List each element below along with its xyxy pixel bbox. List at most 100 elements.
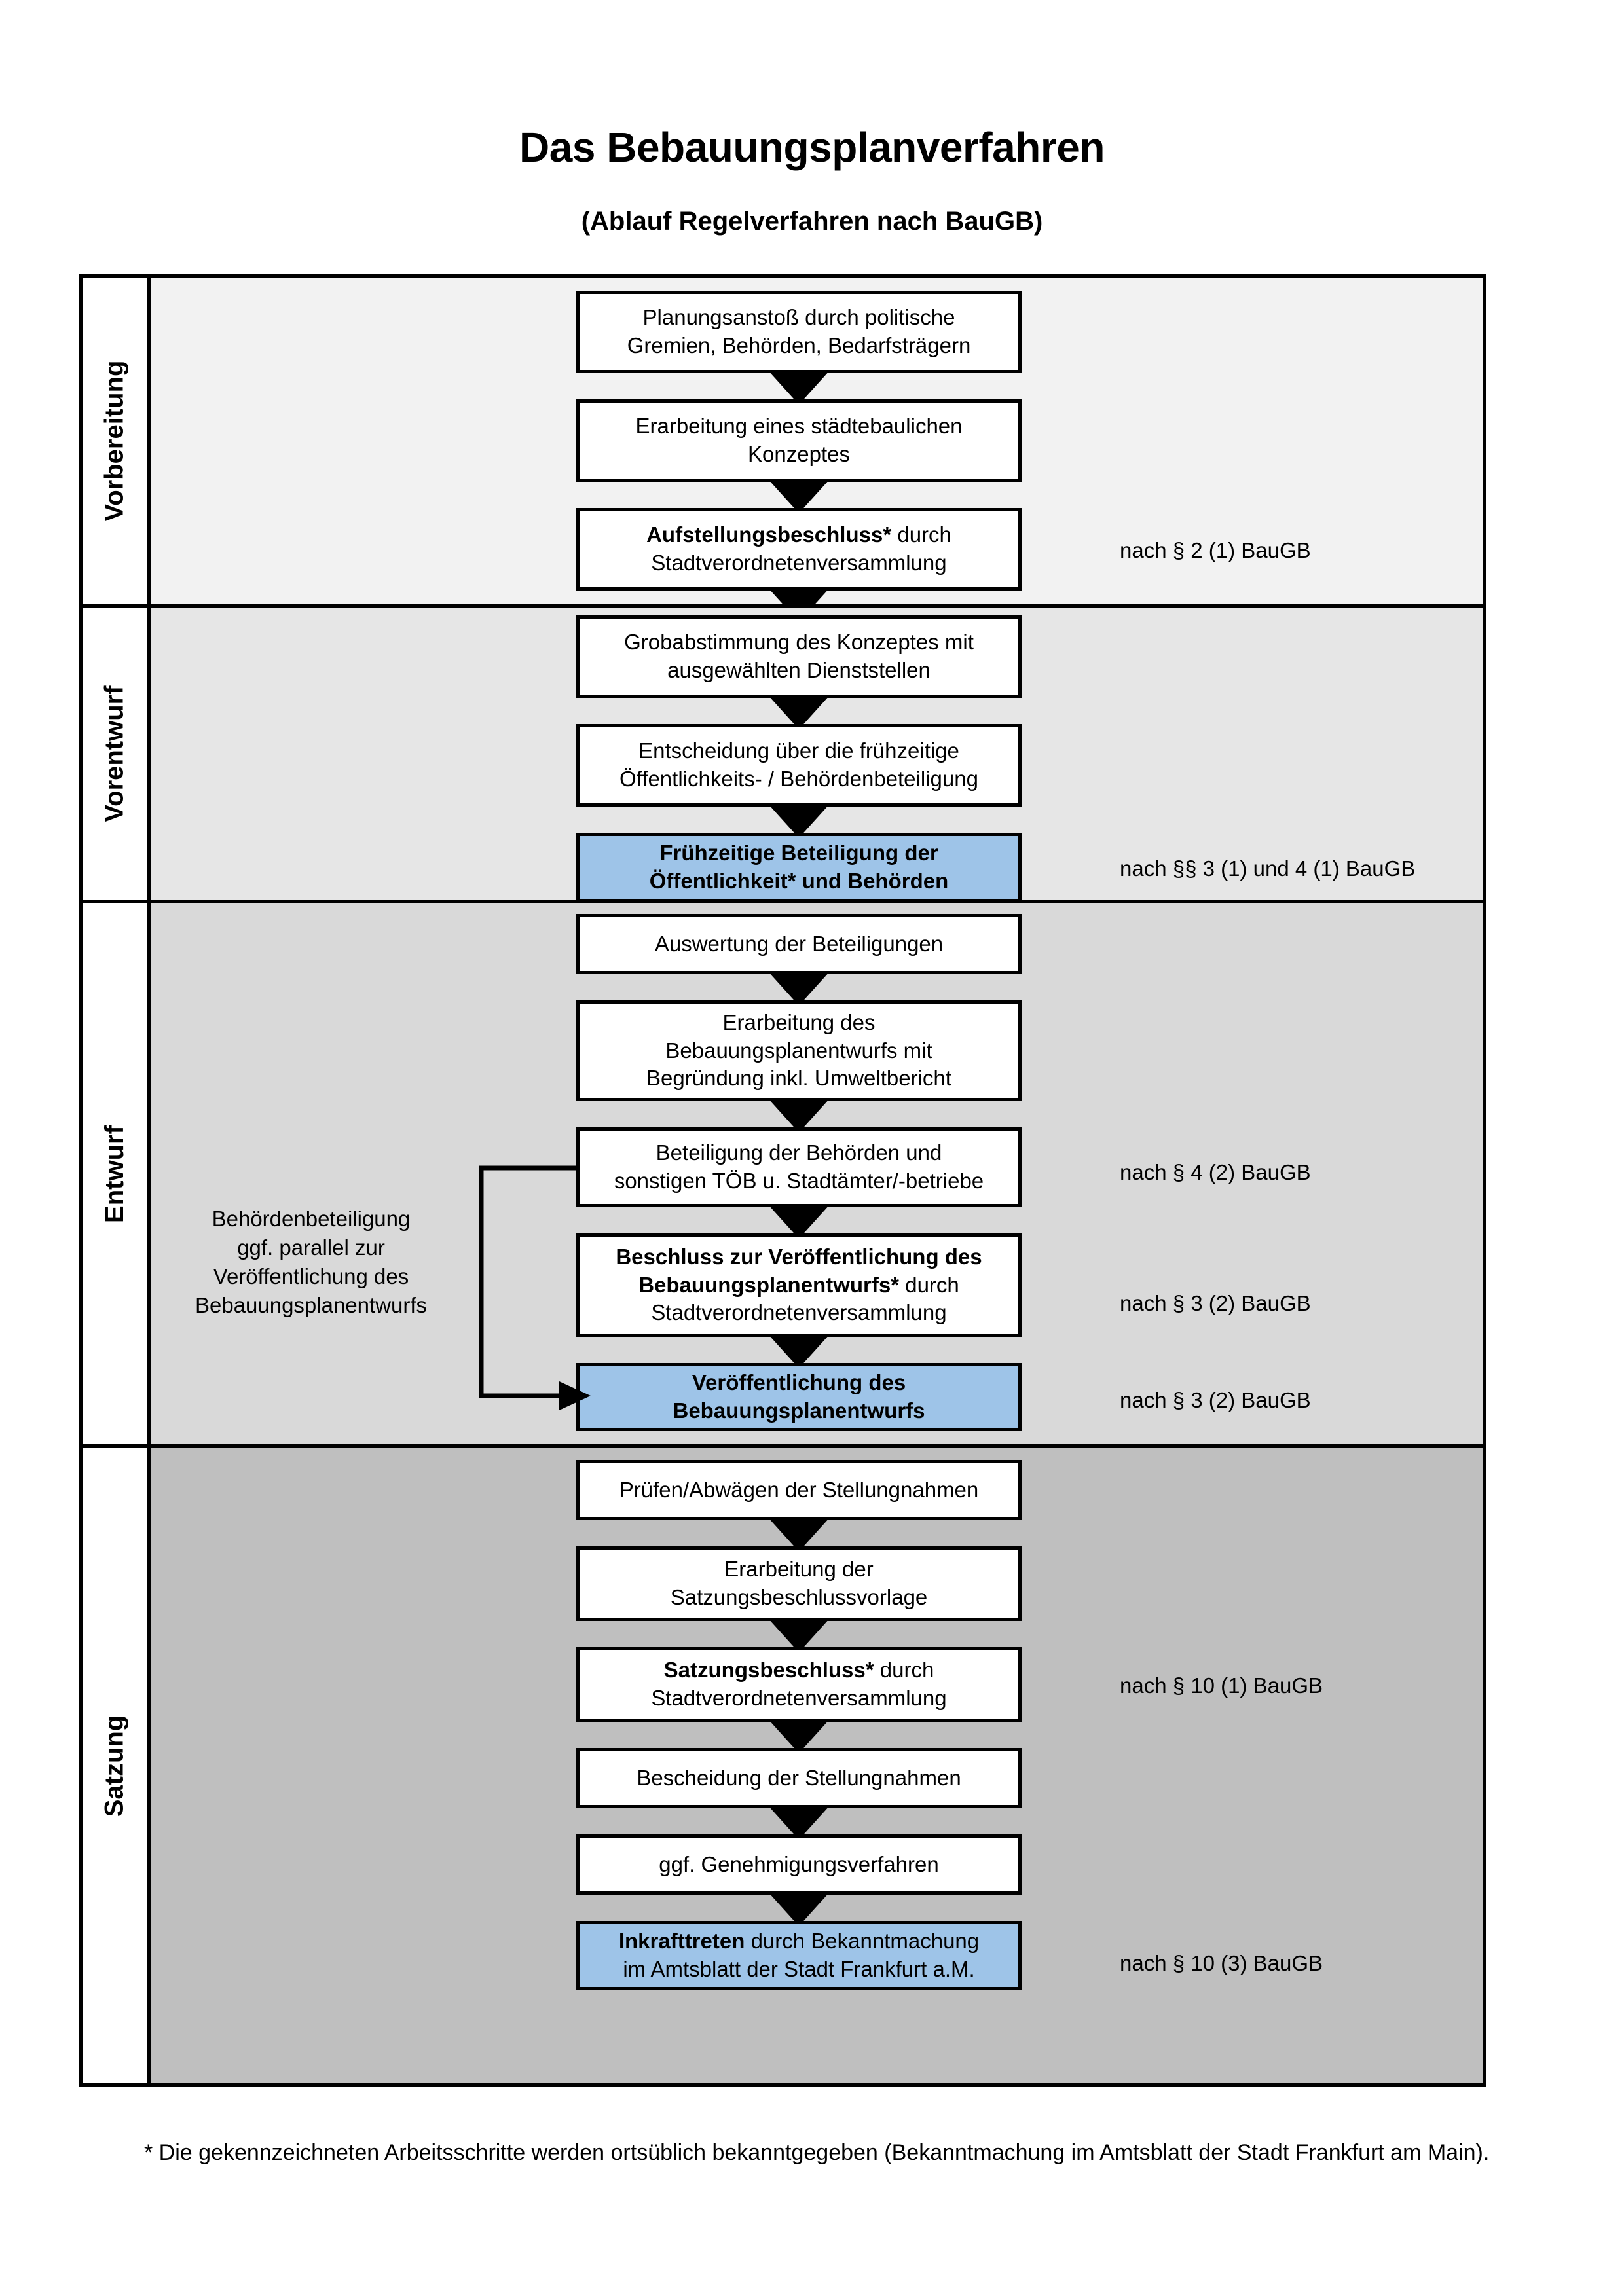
sidenote-line-2: ggf. parallel zur bbox=[237, 1235, 385, 1260]
node-line-2: Bebauungsplanentwurfs bbox=[673, 1398, 925, 1423]
node-auswertung-beteiligungen[interactable]: Auswertung der Beteiligungen bbox=[576, 914, 1022, 974]
phase-row-vorbereitung: Vorbereitung Planungsanstoß durch politi… bbox=[83, 278, 1483, 622]
node-text: Frühzeitige Beteiligung der Öffentlichke… bbox=[650, 839, 949, 896]
phase-label-vorentwurf: Vorentwurf bbox=[83, 608, 151, 900]
sidenote-line-3: Veröffentlichung des bbox=[213, 1264, 409, 1288]
phase-row-entwurf: Entwurf Auswertung der Beteiligungen Era… bbox=[83, 903, 1483, 1448]
node-line-1: Beschluss zur Veröffentlichung des bbox=[616, 1244, 982, 1269]
node-pruefen-abwaegen[interactable]: Prüfen/Abwägen der Stellungnahmen bbox=[576, 1460, 1022, 1520]
node-entscheidung-fruehzeitige[interactable]: Entscheidung über die frühzeitige Öffent… bbox=[576, 724, 1022, 807]
node-text: Auswertung der Beteiligungen bbox=[655, 930, 943, 958]
node-line-1: Bescheidung der Stellungnahmen bbox=[637, 1765, 961, 1790]
legal-ref-par4-2: nach § 4 (2) BauGB bbox=[1120, 1160, 1311, 1184]
page-subtitle: (Ablauf Regelverfahren nach BauGB) bbox=[581, 207, 1043, 236]
node-line-1: Erarbeitung des bbox=[722, 1010, 876, 1034]
node-erarbeitung-satzungsvorlage[interactable]: Erarbeitung der Satzungsbeschlussvorlage bbox=[576, 1546, 1022, 1621]
phase-label-text: Vorbereitung bbox=[100, 360, 129, 521]
node-normal-part: durch bbox=[874, 1658, 934, 1683]
phase-label-text: Vorentwurf bbox=[100, 685, 129, 822]
node-line-1: Entscheidung über die frühzeitige bbox=[638, 738, 959, 763]
node-line-1: Frühzeitige Beteiligung der bbox=[659, 841, 938, 866]
phase-label-satzung: Satzung bbox=[83, 1448, 151, 2083]
node-line-2: sonstigen TÖB u. Stadtämter/-betriebe bbox=[614, 1169, 984, 1193]
page-title: Das Bebauungsplanverfahren bbox=[519, 124, 1105, 171]
node-fruehzeitige-beteiligung[interactable]: Frühzeitige Beteiligung der Öffentlichke… bbox=[576, 833, 1022, 902]
phase-body-satzung: Prüfen/Abwägen der Stellungnahmen Erarbe… bbox=[151, 1448, 1483, 2083]
legal-ref-par3-2-a: nach § 3 (2) BauGB bbox=[1120, 1291, 1311, 1315]
phase-body-vorbereitung: Planungsanstoß durch politische Gremien,… bbox=[151, 278, 1483, 622]
node-line-1: Erarbeitung der bbox=[724, 1557, 874, 1582]
node-line-1: Prüfen/Abwägen der Stellungnahmen bbox=[619, 1477, 979, 1502]
node-bold-part: Aufstellungsbeschluss* bbox=[646, 522, 892, 547]
node-text: Erarbeitung des Bebauungsplanentwurfs mi… bbox=[646, 1009, 951, 1093]
phase-label-entwurf: Entwurf bbox=[83, 903, 151, 1444]
node-bescheidung-stellungnahmen[interactable]: Bescheidung der Stellungnahmen bbox=[576, 1748, 1022, 1808]
node-text: Beteiligung der Behörden und sonstigen T… bbox=[614, 1139, 984, 1195]
flowchart-frame: Vorbereitung Planungsanstoß durch politi… bbox=[79, 274, 1486, 2087]
node-line-2: im Amtsblatt der Stadt Frankfurt a.M. bbox=[623, 1957, 975, 1981]
phase-label-vorbereitung: Vorbereitung bbox=[83, 278, 151, 604]
node-normal-part: durch Bekanntmachung bbox=[745, 1929, 980, 1954]
node-bold-part: Satzungsbeschluss* bbox=[663, 1658, 874, 1683]
node-staedtebauliches-konzept[interactable]: Erarbeitung eines städtebaulichen Konzep… bbox=[576, 399, 1022, 482]
node-line-2: Stadtverordnetenversammlung bbox=[651, 1686, 947, 1710]
node-line-2: Konzeptes bbox=[748, 442, 850, 466]
node-line-1: Erarbeitung eines städtebaulichen bbox=[635, 414, 963, 439]
node-line-1: ggf. Genehmigungsverfahren bbox=[659, 1851, 939, 1876]
node-line-3: Stadtverordnetenversammlung bbox=[651, 1300, 947, 1325]
legal-ref-par2-1: nach § 2 (1) BauGB bbox=[1120, 538, 1311, 562]
node-text: Entscheidung über die frühzeitige Öffent… bbox=[619, 737, 978, 793]
node-text: Satzungsbeschluss* durch Stadtverordnete… bbox=[651, 1656, 946, 1713]
node-line-2: Stadtverordnetenversammlung bbox=[651, 551, 947, 575]
legal-ref-par10-3: nach § 10 (3) BauGB bbox=[1120, 1951, 1323, 1975]
node-line-2: Öffentlichkeits- / Behördenbeteiligung bbox=[619, 767, 978, 791]
node-line-1: Planungsanstoß durch politische bbox=[642, 305, 955, 330]
legal-ref-par3-4-1: nach §§ 3 (1) und 4 (1) BauGB bbox=[1120, 856, 1416, 881]
node-line-1: Auswertung der Beteiligungen bbox=[654, 931, 944, 956]
legal-ref-par3-2-b: nach § 3 (2) BauGB bbox=[1120, 1388, 1311, 1412]
phase-label-text: Satzung bbox=[100, 1715, 129, 1817]
node-beteiligung-behoerden[interactable]: Beteiligung der Behörden und sonstigen T… bbox=[576, 1127, 1022, 1207]
node-planungsanstoss[interactable]: Planungsanstoß durch politische Gremien,… bbox=[576, 291, 1022, 373]
node-line-1: Grobabstimmung des Konzeptes mit bbox=[624, 630, 974, 655]
node-text: Grobabstimmung des Konzeptes mit ausgewä… bbox=[624, 629, 974, 685]
node-text: Erarbeitung eines städtebaulichen Konzep… bbox=[635, 412, 962, 469]
node-text: Prüfen/Abwägen der Stellungnahmen bbox=[619, 1476, 979, 1504]
node-erarbeitung-bebauungsplanentwurf[interactable]: Erarbeitung des Bebauungsplanentwurfs mi… bbox=[576, 1000, 1022, 1101]
node-genehmigungsverfahren[interactable]: ggf. Genehmigungsverfahren bbox=[576, 1834, 1022, 1895]
sidenote-line-1: Behördenbeteiligung bbox=[212, 1207, 411, 1231]
phase-row-satzung: Satzung Prüfen/Abwägen der Stellungnahme… bbox=[83, 1448, 1483, 2083]
node-text: Aufstellungsbeschluss* durch Stadtverord… bbox=[646, 521, 951, 577]
sidenote-line-4: Bebauungsplanentwurfs bbox=[194, 1292, 428, 1317]
node-beschluss-veroeffentlichung[interactable]: Beschluss zur Veröffentlichung des Bebau… bbox=[576, 1233, 1022, 1337]
node-bold-part: Inkrafttreten bbox=[618, 1929, 745, 1954]
node-line-2: ausgewählten Dienststellen bbox=[667, 658, 931, 682]
node-line-2-bold: Bebauungsplanentwurfs* bbox=[638, 1272, 900, 1297]
phase-body-vorentwurf: Grobabstimmung des Konzeptes mit ausgewä… bbox=[151, 608, 1483, 934]
legal-ref-par10-1: nach § 10 (1) BauGB bbox=[1120, 1673, 1323, 1698]
node-line-1: Beteiligung der Behörden und bbox=[655, 1140, 942, 1165]
node-line-2-normal: durch bbox=[899, 1272, 959, 1297]
phase-label-text: Entwurf bbox=[100, 1125, 129, 1223]
node-line-2: Satzungsbeschlussvorlage bbox=[670, 1585, 928, 1609]
node-line-3: Begründung inkl. Umweltbericht bbox=[646, 1066, 951, 1091]
node-aufstellungsbeschluss[interactable]: Aufstellungsbeschluss* durch Stadtverord… bbox=[576, 508, 1022, 591]
node-line-2: Öffentlichkeit* und Behörden bbox=[649, 869, 949, 893]
phase-body-entwurf: Auswertung der Beteiligungen Erarbeitung… bbox=[151, 903, 1483, 1444]
node-veroeffentlichung-entwurf[interactable]: Veröffentlichung des Bebauungsplanentwur… bbox=[576, 1363, 1022, 1431]
node-line-2: Gremien, Behörden, Bedarfsträgern bbox=[627, 333, 971, 357]
sidenote-behoerdenbeteiligung: Behördenbeteiligung ggf. parallel zur Ve… bbox=[157, 1205, 465, 1320]
phase-row-vorentwurf: Vorentwurf Grobabstimmung des Konzeptes … bbox=[83, 608, 1483, 934]
node-satzungsbeschluss[interactable]: Satzungsbeschluss* durch Stadtverordnete… bbox=[576, 1647, 1022, 1722]
node-line-1: Veröffentlichung des bbox=[692, 1370, 906, 1395]
node-line-1: Aufstellungsbeschluss* durch bbox=[646, 521, 951, 549]
node-text: ggf. Genehmigungsverfahren bbox=[659, 1851, 938, 1879]
node-text: Beschluss zur Veröffentlichung des Bebau… bbox=[616, 1243, 982, 1328]
node-text: Inkrafttreten durch Bekanntmachung im Am… bbox=[619, 1927, 979, 1984]
node-text: Veröffentlichung des Bebauungsplanentwur… bbox=[673, 1369, 925, 1425]
node-inkrafttreten[interactable]: Inkrafttreten durch Bekanntmachung im Am… bbox=[576, 1921, 1022, 1990]
node-grobabstimmung[interactable]: Grobabstimmung des Konzeptes mit ausgewä… bbox=[576, 615, 1022, 698]
node-text: Bescheidung der Stellungnahmen bbox=[637, 1764, 961, 1793]
footnote-text: * Die gekennzeichneten Arbeitsschritte w… bbox=[144, 2140, 1490, 2165]
node-line-2: Bebauungsplanentwurfs mit bbox=[665, 1038, 932, 1063]
